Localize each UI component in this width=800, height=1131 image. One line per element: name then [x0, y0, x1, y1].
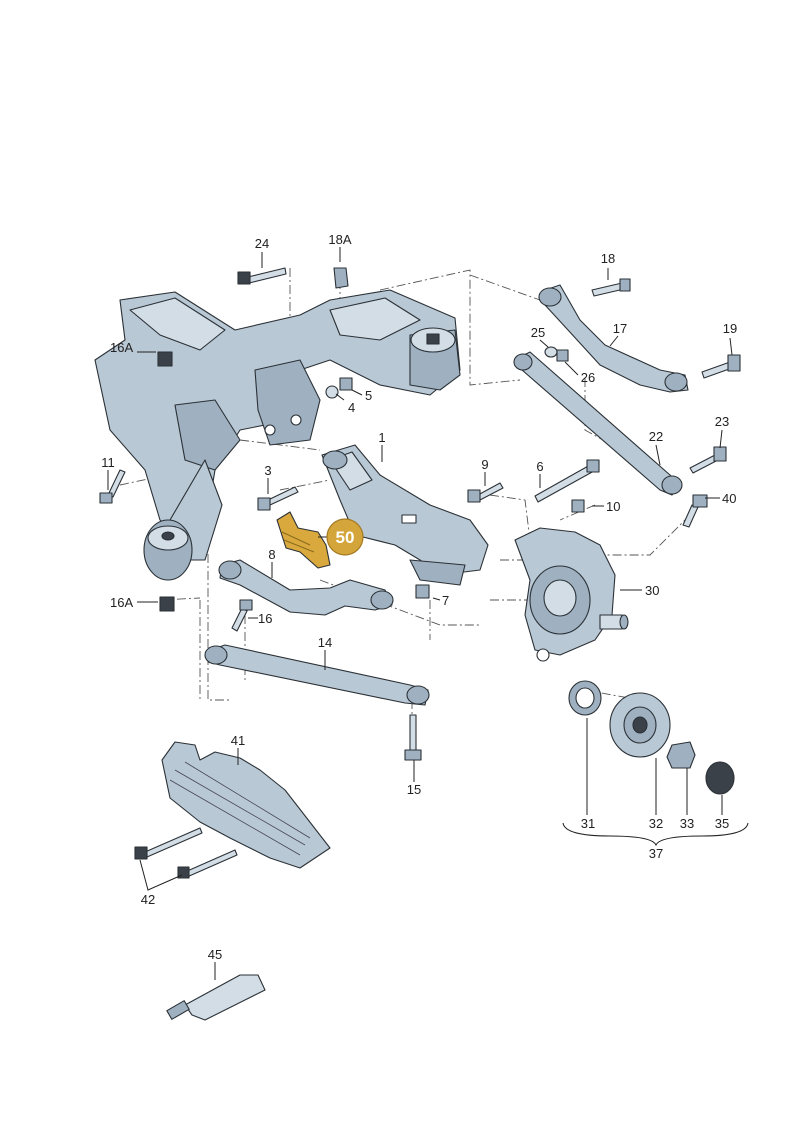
leader-lines	[107, 247, 749, 980]
label-22: 22	[649, 429, 663, 444]
label-35: 35	[715, 816, 729, 831]
part-50-badge-number: 50	[336, 528, 355, 547]
label-25: 25	[531, 325, 545, 340]
wheel-carrier-30	[514, 527, 629, 662]
label-18a: 18A	[328, 232, 351, 247]
label-24: 24	[255, 236, 269, 251]
label-16a-bottom: 16A	[110, 595, 133, 610]
label-33: 33	[680, 816, 694, 831]
label-19: 19	[723, 321, 737, 336]
label-40: 40	[722, 491, 736, 506]
control-arm-14	[204, 644, 430, 706]
label-42: 42	[141, 892, 155, 907]
lower-control-arm	[321, 444, 489, 586]
part-labels: 24 18A 16A 4 5 1 11 3 9 6 10 8 7 16A 16 …	[101, 232, 737, 962]
label-14: 14	[318, 635, 332, 650]
label-9: 9	[481, 457, 488, 472]
part-50-badge[interactable]: 50	[318, 518, 364, 556]
label-6: 6	[536, 459, 543, 474]
label-16: 16	[258, 611, 272, 626]
label-7: 7	[442, 593, 449, 608]
label-16a-top: 16A	[110, 340, 133, 355]
label-1: 1	[378, 430, 385, 445]
label-30: 30	[645, 583, 659, 598]
label-11: 11	[101, 455, 115, 470]
sealant-tube-45	[166, 974, 266, 1021]
underbody-shield-41	[161, 741, 331, 869]
label-18: 18	[601, 251, 615, 266]
label-5: 5	[365, 388, 372, 403]
highlighted-bracket-50	[276, 511, 331, 569]
label-10: 10	[606, 499, 620, 514]
label-8: 8	[268, 547, 275, 562]
label-3: 3	[264, 463, 271, 478]
label-23: 23	[715, 414, 729, 429]
label-15: 15	[407, 782, 421, 797]
label-26: 26	[581, 370, 595, 385]
fasteners	[99, 267, 741, 879]
label-32: 32	[649, 816, 663, 831]
label-45: 45	[208, 947, 222, 962]
control-arm-8	[218, 559, 394, 616]
label-41: 41	[231, 733, 245, 748]
link-22	[513, 351, 683, 496]
label-4: 4	[348, 400, 355, 415]
label-31: 31	[581, 816, 595, 831]
subframe	[94, 289, 461, 581]
upper-link-17	[538, 284, 689, 393]
label-17: 17	[613, 321, 627, 336]
label-37: 37	[649, 846, 663, 861]
wheel-bearing-parts	[568, 680, 735, 795]
